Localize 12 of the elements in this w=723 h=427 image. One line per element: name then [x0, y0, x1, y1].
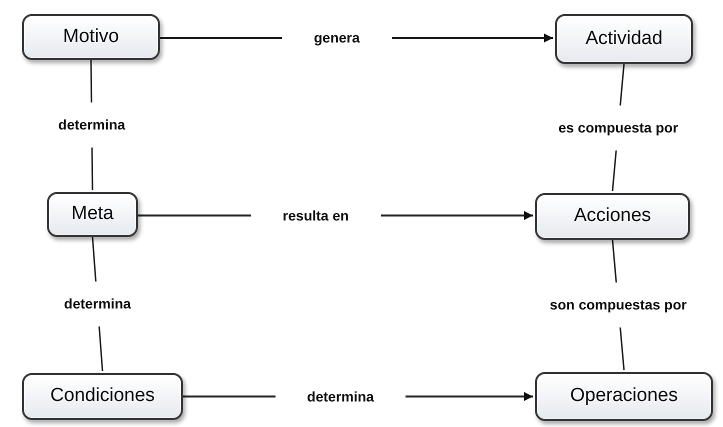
node-text: Meta	[71, 202, 114, 226]
concept-box	[22, 373, 183, 420]
concept-box	[535, 193, 690, 240]
concept-box	[22, 14, 160, 60]
concept-box	[535, 372, 713, 421]
node-text: Operaciones	[570, 384, 678, 408]
concept-box	[555, 14, 693, 64]
node-text: Acciones	[574, 204, 652, 228]
node-text: Motivo	[63, 24, 119, 49]
node-text: Condiciones	[50, 384, 155, 408]
concept-box	[47, 192, 138, 237]
node-text: Actividad	[585, 26, 663, 51]
